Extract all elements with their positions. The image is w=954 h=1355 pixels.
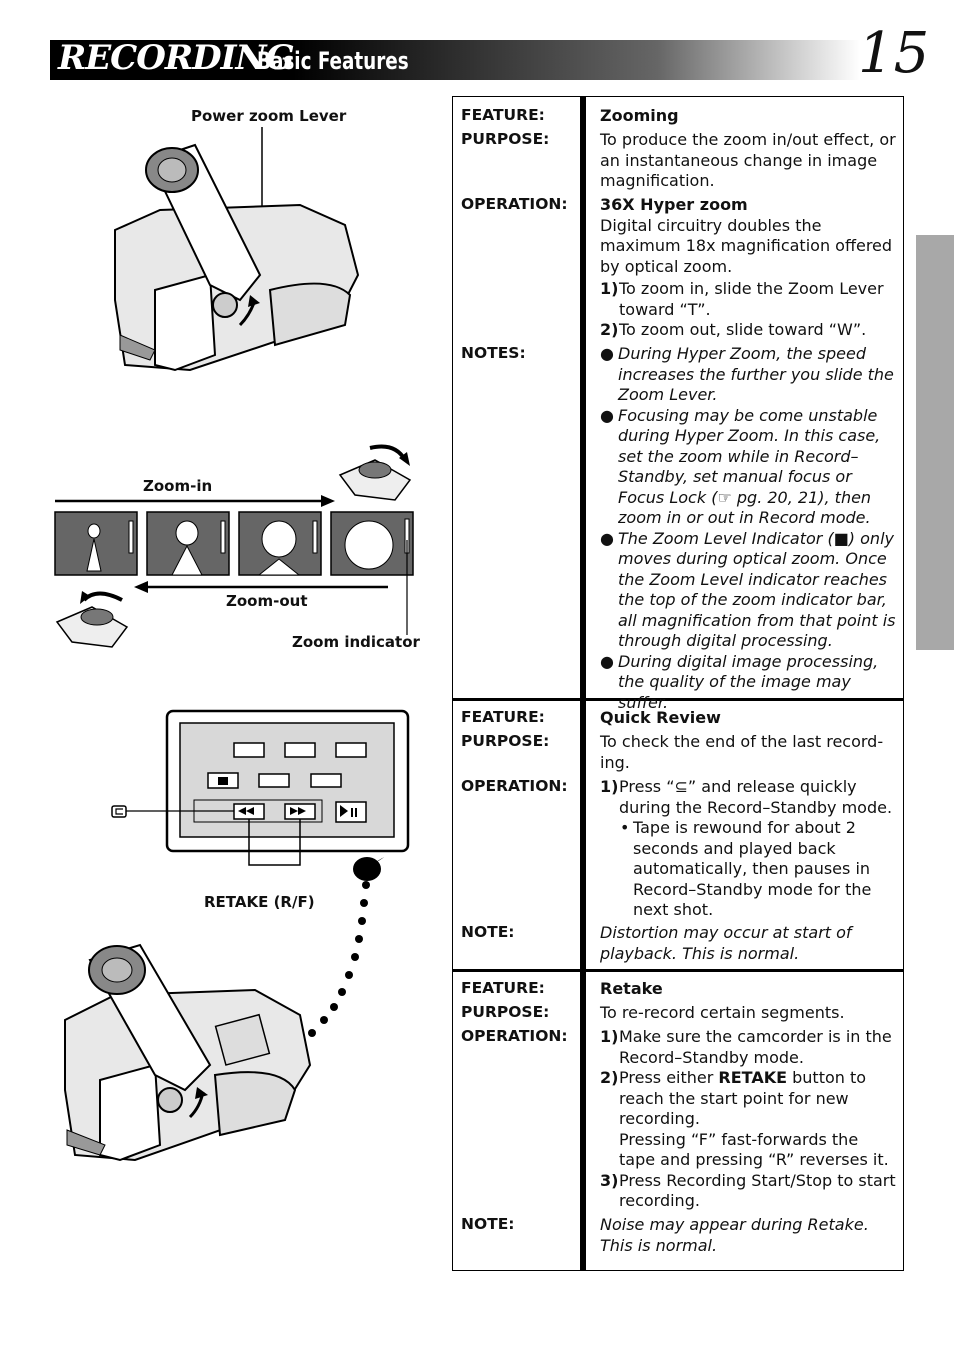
note-item: ●The Zoom Level Indicator (■) only moves… bbox=[600, 528, 896, 651]
note-item: ●Focusing may be come unstable during Hy… bbox=[600, 405, 881, 528]
zoom-frame-strip bbox=[54, 511, 414, 576]
quick-review-note: Distortion may occur at start of playbac… bbox=[600, 923, 852, 963]
camcorder-illustration-top bbox=[114, 127, 360, 372]
zoom-indicator-leader bbox=[406, 540, 408, 635]
retake-note-key: NOTE: bbox=[461, 1215, 515, 1233]
zooming-operation: 36X Hyper zoom Digital circuitry doubles… bbox=[600, 195, 896, 341]
retake-note: Noise may appear during Retake. This is … bbox=[600, 1215, 869, 1255]
page-title: RECORDING bbox=[58, 38, 295, 78]
zoom-in-hand-icon bbox=[338, 444, 412, 501]
zooming-step: 1)To zoom in, slide the Zoom Lever towar… bbox=[600, 279, 884, 319]
zooming-notes: ●During Hyper Zoom, the speed increases … bbox=[600, 344, 896, 713]
control-panel-illustration bbox=[111, 709, 410, 866]
zoom-out-arrow bbox=[134, 581, 388, 593]
zoom-out-label: Zoom-out bbox=[226, 592, 308, 610]
quick-review-purpose: To check the end of the last record- ing… bbox=[600, 732, 884, 772]
header-band bbox=[50, 40, 860, 80]
zooming-purpose-key: PURPOSE: bbox=[461, 130, 550, 148]
table-column-divider bbox=[580, 96, 586, 1271]
retake-step: 3)Press Recording Start/Stop to start re… bbox=[600, 1170, 896, 1211]
side-tab bbox=[916, 235, 954, 650]
page-subtitle: Basic Features bbox=[257, 47, 409, 75]
retake-operation: 1)Make sure the camcorder is in the Reco… bbox=[600, 1027, 896, 1212]
quick-review-operation: 1)Press “⊆” and release quickly during t… bbox=[600, 777, 896, 921]
note-item: ●During digital image processing, the qu… bbox=[600, 651, 879, 712]
retake-operation-key: OPERATION: bbox=[461, 1027, 568, 1045]
zooming-operation-key: OPERATION: bbox=[461, 195, 568, 213]
quick-review-feature-key: FEATURE: bbox=[461, 708, 545, 726]
quick-review-sub: •Tape is rewound for about 2 seconds and… bbox=[620, 818, 872, 919]
page-number: 15 bbox=[858, 21, 930, 86]
zooming-step: 2)To zoom out, slide toward “W”. bbox=[600, 320, 867, 339]
quick-review-note-key: NOTE: bbox=[461, 923, 515, 941]
zoom-in-arrow bbox=[55, 495, 335, 507]
retake-label: RETAKE (R/F) bbox=[204, 893, 315, 911]
quick-review-purpose-key: PURPOSE: bbox=[461, 732, 550, 750]
zooming-feature-key: FEATURE: bbox=[461, 106, 545, 124]
feature-table bbox=[452, 96, 904, 1271]
zooming-feature: Zooming bbox=[600, 106, 679, 125]
quick-review-step: 1)Press “⊆” and release quickly during t… bbox=[600, 777, 893, 817]
retake-step: 2)Press either RETAKE button to reach th… bbox=[600, 1068, 889, 1169]
retake-feature-key: FEATURE: bbox=[461, 979, 545, 997]
camcorder-illustration-bottom bbox=[64, 857, 385, 1162]
zoom-out-hand-icon bbox=[55, 591, 129, 648]
zooming-op-head: 36X Hyper zoom bbox=[600, 195, 748, 214]
note-item: ●During Hyper Zoom, the speed increases … bbox=[600, 344, 894, 404]
table-row-divider bbox=[452, 698, 904, 701]
zooming-purpose: To produce the zoom in/out effect, or an… bbox=[600, 130, 896, 190]
zoom-in-label: Zoom-in bbox=[143, 477, 213, 495]
zooming-op-text: Digital circuitry doubles the maximum 18… bbox=[600, 215, 893, 276]
quick-review-feature: Quick Review bbox=[600, 708, 721, 727]
zoom-indicator-label: Zoom indicator bbox=[292, 633, 420, 651]
zooming-notes-key: NOTES: bbox=[461, 344, 526, 362]
retake-purpose-key: PURPOSE: bbox=[461, 1003, 550, 1021]
table-row-divider bbox=[452, 969, 904, 972]
power-zoom-lever-label: Power zoom Lever bbox=[191, 107, 347, 125]
retake-feature: Retake bbox=[600, 979, 663, 998]
retake-step: 1)Make sure the camcorder is in the Reco… bbox=[600, 1027, 892, 1067]
retake-purpose: To re-record certain segments. bbox=[600, 1003, 845, 1022]
quick-review-operation-key: OPERATION: bbox=[461, 777, 568, 795]
